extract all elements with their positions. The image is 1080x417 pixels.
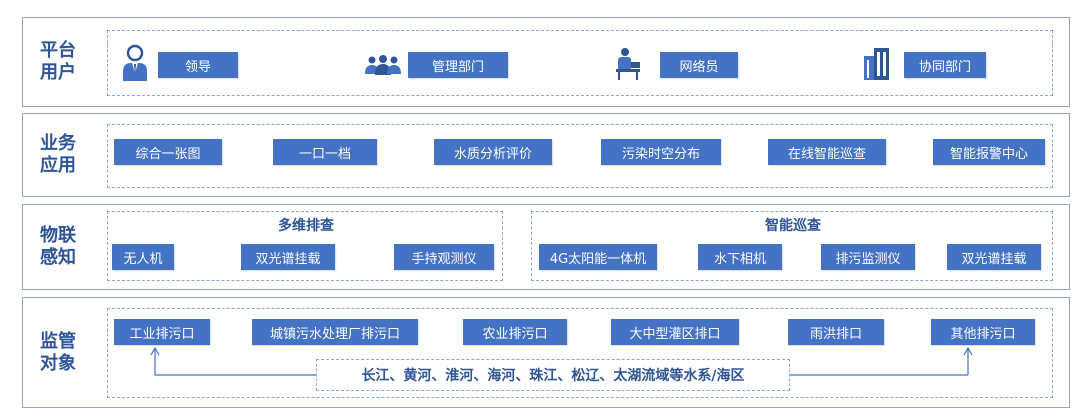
- business-apps-title: 业务 应用: [23, 133, 93, 177]
- title-line-1: 平台: [40, 40, 76, 61]
- worker-at-desk-icon: [616, 48, 640, 80]
- user-button-collaborating-dept[interactable]: 协同部门: [904, 52, 986, 78]
- device-button-underwater-camera[interactable]: 水下相机: [698, 244, 782, 270]
- object-button-other[interactable]: 其他排污口: [931, 319, 1035, 345]
- device-button-drone[interactable]: 无人机: [112, 244, 174, 270]
- water-systems-note: 长江、黄河、淮河、海河、珠江、松辽、太湖流域等水系/海区: [316, 359, 790, 391]
- building-icon: [864, 48, 889, 80]
- connector-arrows: [150, 346, 973, 376]
- title-line-1: 监管: [40, 330, 76, 352]
- title-line-2: 感知: [40, 247, 76, 268]
- device-button-discharge-monitor[interactable]: 排污监测仪: [821, 244, 915, 270]
- left-arrow-head: [150, 346, 160, 356]
- iot-sensing-title: 物联 感知: [23, 225, 93, 269]
- right-arrow-head: [963, 346, 973, 356]
- title-line-2: 对象: [40, 352, 76, 374]
- object-button-urban-sewage-plant[interactable]: 城镇污水处理厂排污口: [252, 319, 418, 345]
- group-title-smart-inspection: 智能巡查: [765, 218, 821, 234]
- title-line-2: 应用: [40, 155, 76, 176]
- title-line-1: 业务: [40, 133, 76, 154]
- platform-users-layer: 平台 用户 领导 管理部门 网络员: [22, 17, 1070, 107]
- smart-inspection-group: 智能巡查 4G太阳能一体机 水下相机 排污监测仪 双光谱挂载: [531, 211, 1053, 281]
- device-button-dual-spectrum-1[interactable]: 双光谱挂载: [241, 244, 335, 270]
- app-button-overview-map[interactable]: 综合一张图: [114, 139, 222, 165]
- object-button-industrial[interactable]: 工业排污口: [114, 319, 210, 345]
- regulated-objects-dashed-box: 工业排污口 城镇污水处理厂排污口 农业排污口 大中型灌区排口 雨洪排口 其他排污…: [107, 308, 1053, 398]
- device-button-dual-spectrum-2[interactable]: 双光谱挂载: [947, 244, 1041, 270]
- object-button-storm-outlet[interactable]: 雨洪排口: [788, 319, 884, 345]
- multi-dimension-inspection-group: 多维排查 无人机 双光谱挂载 手持观测仪: [107, 211, 503, 281]
- business-apps-dashed-box: 综合一张图 一口一档 水质分析评价 污染时空分布 在线智能巡查 智能报警中心: [107, 124, 1053, 188]
- device-button-4g-solar[interactable]: 4G太阳能一体机: [539, 244, 657, 270]
- object-button-agricultural[interactable]: 农业排污口: [463, 319, 567, 345]
- person-icon: [123, 44, 147, 81]
- app-button-water-quality[interactable]: 水质分析评价: [434, 139, 552, 165]
- user-button-management[interactable]: 管理部门: [408, 52, 508, 78]
- platform-users-title: 平台 用户: [23, 40, 93, 84]
- regulated-objects-layer: 监管 对象 工业排污口 城镇污水处理厂排污口 农业排污口 大中型灌区排口 雨洪排…: [22, 297, 1070, 408]
- platform-users-dashed-box: 领导 管理部门 网络员 协同部门: [107, 30, 1053, 96]
- group-icon: [365, 55, 401, 75]
- app-button-one-outlet-one-file[interactable]: 一口一档: [273, 139, 377, 165]
- device-button-handheld-meter[interactable]: 手持观测仪: [394, 244, 494, 270]
- user-button-network-staff[interactable]: 网络员: [660, 52, 738, 78]
- app-button-online-inspection[interactable]: 在线智能巡查: [768, 139, 886, 165]
- object-button-irrigation-area[interactable]: 大中型灌区排口: [611, 319, 739, 345]
- user-button-leader[interactable]: 领导: [158, 52, 238, 78]
- business-apps-layer: 业务 应用 综合一张图 一口一档 水质分析评价 污染时空分布 在线智能巡查 智能…: [22, 113, 1070, 197]
- regulated-objects-title: 监管 对象: [23, 331, 93, 375]
- iot-sensing-layer: 物联 感知 多维排查 无人机 双光谱挂载 手持观测仪 智能巡查 4G太阳能一体机…: [22, 204, 1070, 290]
- group-title-multi-dimension: 多维排查: [278, 218, 334, 234]
- app-button-pollution-distribution[interactable]: 污染时空分布: [601, 139, 721, 165]
- app-button-alarm-center[interactable]: 智能报警中心: [933, 139, 1045, 165]
- title-line-2: 用户: [40, 62, 76, 83]
- title-line-1: 物联: [40, 225, 76, 246]
